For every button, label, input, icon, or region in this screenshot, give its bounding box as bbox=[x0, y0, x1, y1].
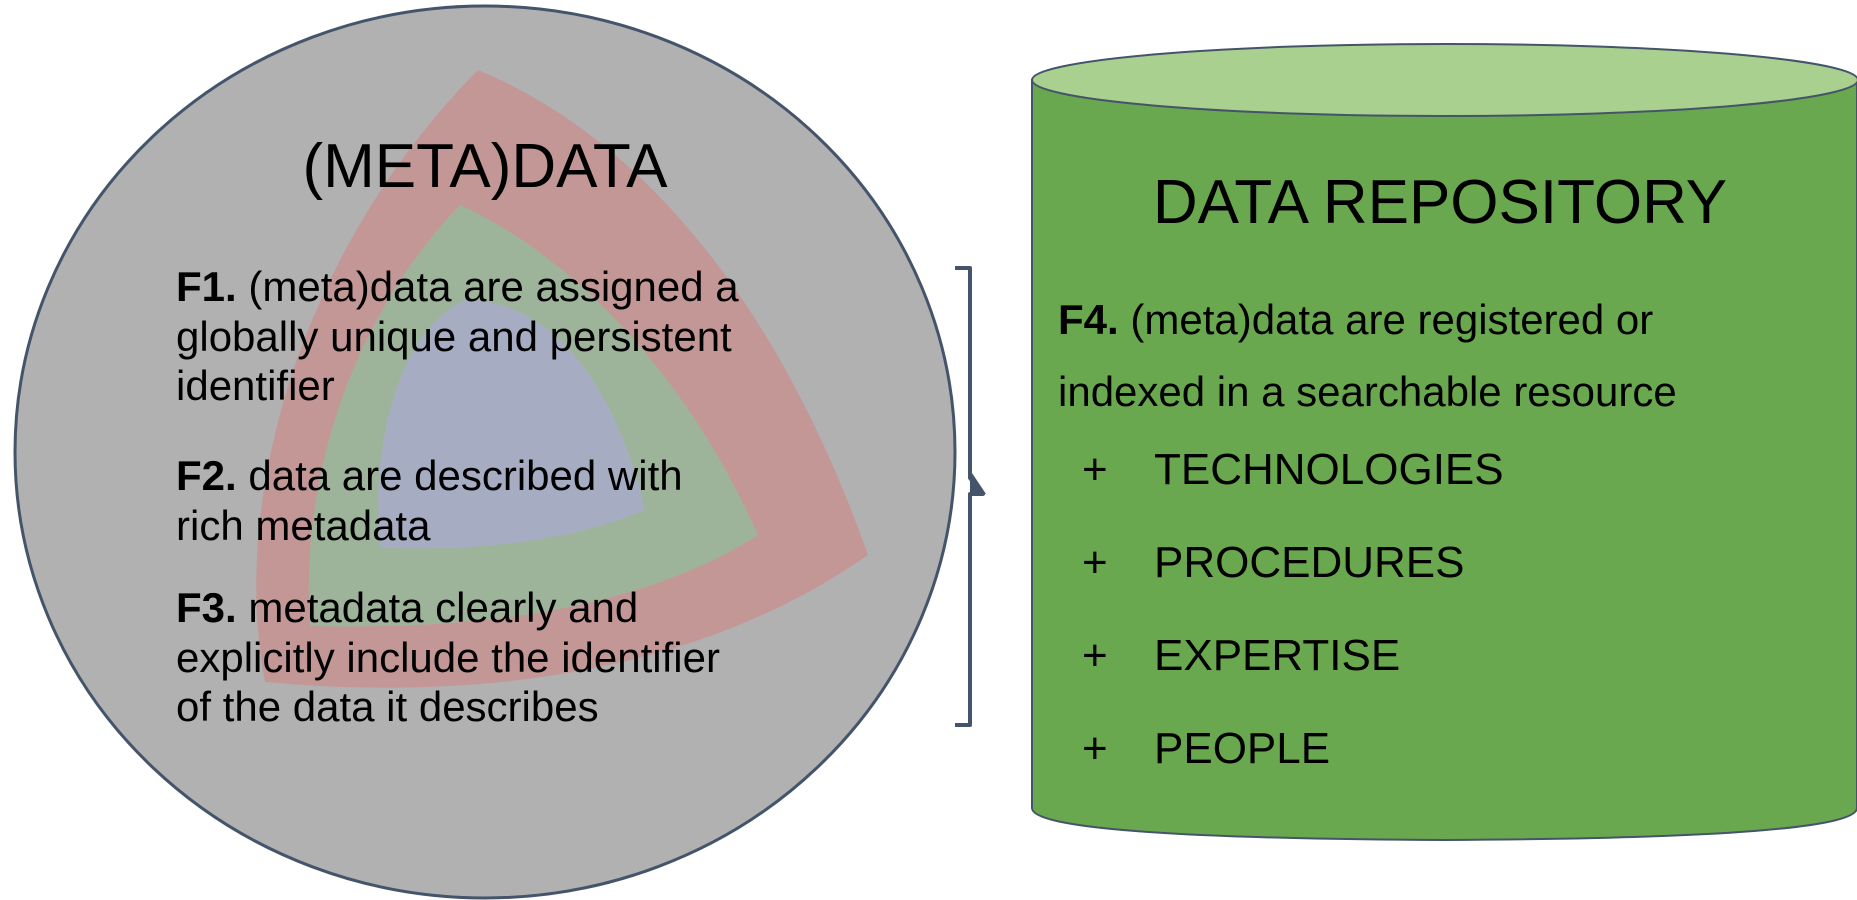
list-item: + EXPERTISE bbox=[1082, 634, 1504, 727]
metadata-title: (META)DATA bbox=[302, 132, 668, 201]
principle-f3: F3. metadata clearly and explicitly incl… bbox=[176, 583, 816, 732]
principle-f2: F2. data are described with rich metadat… bbox=[176, 451, 816, 550]
principle-text-line: explicitly include the identifier bbox=[176, 633, 720, 681]
principle-code: F2. bbox=[176, 452, 237, 499]
principle-f4: F4. (meta)data are registered or indexed… bbox=[1058, 284, 1798, 428]
repository-cylinder-body bbox=[1031, 79, 1857, 842]
list-item: + PEOPLE bbox=[1082, 727, 1504, 820]
plus-icon: + bbox=[1082, 724, 1108, 773]
plus-icon: + bbox=[1082, 445, 1108, 494]
repository-title: DATA REPOSITORY bbox=[1152, 168, 1728, 237]
list-item-label: EXPERTISE bbox=[1154, 631, 1401, 680]
principle-f1: F1. (meta)data are assigned a globally u… bbox=[176, 262, 816, 411]
principle-text-line: (meta)data are assigned a bbox=[236, 263, 739, 310]
principle-text-line: globally unique and persistent bbox=[176, 312, 732, 360]
principle-text-line: rich metadata bbox=[176, 501, 431, 549]
list-item-label: PROCEDURES bbox=[1154, 538, 1465, 587]
list-item: + PROCEDURES bbox=[1082, 541, 1504, 634]
principle-code: F1. bbox=[176, 263, 237, 310]
bracket-tip-icon bbox=[970, 470, 986, 494]
principle-text-line: of the data it describes bbox=[176, 683, 599, 731]
repository-cylinder-top bbox=[1031, 43, 1857, 117]
plus-icon: + bbox=[1082, 538, 1108, 587]
repository-components-list: + TECHNOLOGIES + PROCEDURES + EXPERTISE + PE… bbox=[1082, 448, 1504, 820]
list-item-label: PEOPLE bbox=[1154, 724, 1331, 773]
principle-text-line: data are described with bbox=[236, 452, 683, 499]
plus-icon: + bbox=[1082, 631, 1108, 680]
principle-code: F4. bbox=[1058, 296, 1119, 343]
inner-core-shape bbox=[378, 300, 645, 549]
principle-text-line: identifier bbox=[176, 362, 335, 410]
principle-text-line: (meta)data are registered or bbox=[1118, 296, 1654, 343]
bracket-icon bbox=[955, 266, 985, 727]
principle-text-line: metadata clearly and bbox=[236, 584, 639, 631]
principle-code: F3. bbox=[176, 584, 237, 631]
list-item: + TECHNOLOGIES bbox=[1082, 448, 1504, 541]
principle-text-line: indexed in a searchable resource bbox=[1058, 368, 1677, 415]
list-item-label: TECHNOLOGIES bbox=[1154, 445, 1504, 494]
